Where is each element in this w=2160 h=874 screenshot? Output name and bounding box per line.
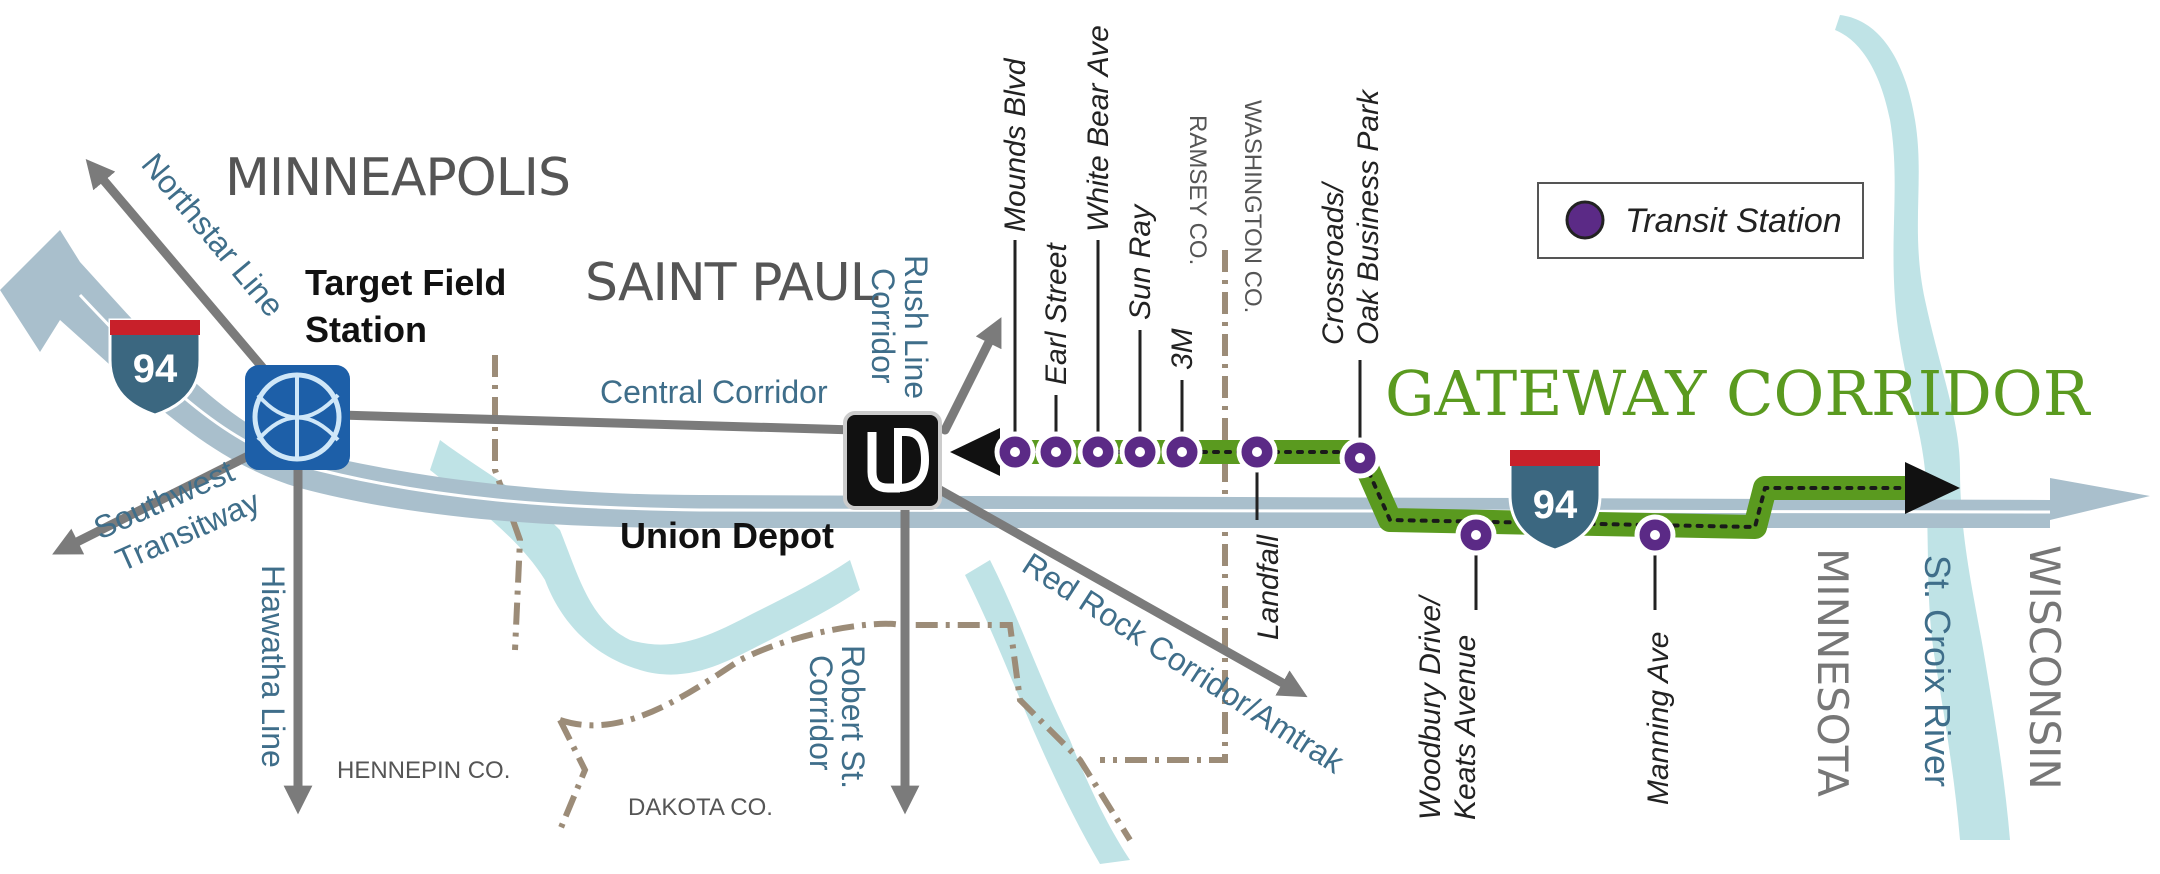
station-label-landfall: Landfall xyxy=(1252,534,1285,640)
target-field-label: Target Field xyxy=(305,262,506,303)
rush-line-label-2: Corridor xyxy=(865,268,901,384)
minnesota-label: MINNESOTA xyxy=(1808,548,1857,797)
interstate-94-shield-west: 94 xyxy=(108,318,202,417)
station-label-woodbury: Woodbury Drive/ xyxy=(1414,594,1447,820)
rush-line xyxy=(940,317,1002,435)
hennepin-ramsey-line xyxy=(492,355,524,651)
station-dots xyxy=(994,431,1676,556)
station-label-mounds-blvd: Mounds Blvd xyxy=(999,57,1032,232)
target-field-label-2: Station xyxy=(305,309,427,350)
ramsey-washington-line xyxy=(1100,250,1228,763)
hennepin-county-label: HENNEPIN CO. xyxy=(337,757,510,784)
washington-county-label: WASHINGTON CO. xyxy=(1239,100,1266,313)
gateway-corridor-title: GATEWAY CORRIDOR xyxy=(1385,357,2092,430)
ramsey-county-label: RAMSEY CO. xyxy=(1184,115,1211,265)
legend: Transit Station xyxy=(1537,182,1864,259)
wisconsin-label: WISCONSIN xyxy=(2020,545,2069,790)
central-corridor-label: Central Corridor xyxy=(600,374,828,410)
route-arrow-east xyxy=(1905,462,1960,514)
route-arrow-west xyxy=(950,428,1000,476)
legend-label: Transit Station xyxy=(1625,202,1842,240)
robert-st-label-2: Corridor xyxy=(803,655,839,771)
hiawatha-label: Hiawatha Line xyxy=(255,565,291,768)
corridor-lines xyxy=(52,159,1308,815)
central-corridor-line xyxy=(335,410,860,435)
legend-station-icon xyxy=(1565,200,1605,240)
county-boundaries xyxy=(492,250,1228,842)
station-label-crossroads-2: Oak Business Park xyxy=(1352,88,1385,345)
station-label-3m: 3M xyxy=(1166,328,1199,370)
city-saint-paul: SAINT PAUL xyxy=(585,253,879,313)
union-depot-icon[interactable] xyxy=(843,411,942,510)
rush-line-label: Rush Line xyxy=(898,255,934,399)
station-label-sun-ray: Sun Ray xyxy=(1124,203,1157,320)
station-dots-inner xyxy=(1010,447,1660,540)
mississippi-river-south xyxy=(965,560,1130,864)
gateway-route-center xyxy=(1008,450,1912,529)
station-label-woodbury-2: Keats Avenue xyxy=(1449,635,1482,820)
station-label-earl-street: Earl Street xyxy=(1040,242,1073,385)
station-label-white-bear: White Bear Ave xyxy=(1082,25,1115,232)
interstate-94-shield-east: 94 xyxy=(1508,448,1602,552)
red-rock-line xyxy=(935,485,1308,698)
ramsey-dakota-line xyxy=(559,620,1133,842)
union-depot-label: Union Depot xyxy=(620,515,834,556)
svg-text:94: 94 xyxy=(133,347,178,391)
station-label-manning: Manning Ave xyxy=(1642,632,1675,805)
city-minneapolis: MINNEAPOLIS xyxy=(225,148,570,208)
mississippi-river xyxy=(430,440,860,675)
dakota-county-label: DAKOTA CO. xyxy=(628,794,773,821)
st-croix-river-label: St. Croix River xyxy=(1917,555,1958,787)
robert-st-label: Robert St. xyxy=(835,645,871,789)
st-croix-river xyxy=(1835,15,2010,840)
target-field-station-icon[interactable] xyxy=(245,365,350,470)
station-label-crossroads: Crossroads/ xyxy=(1317,181,1350,345)
northstar-line xyxy=(85,159,295,405)
southwest-line xyxy=(52,440,275,555)
svg-text:94: 94 xyxy=(1533,483,1578,527)
dakota-west-line xyxy=(557,718,589,832)
